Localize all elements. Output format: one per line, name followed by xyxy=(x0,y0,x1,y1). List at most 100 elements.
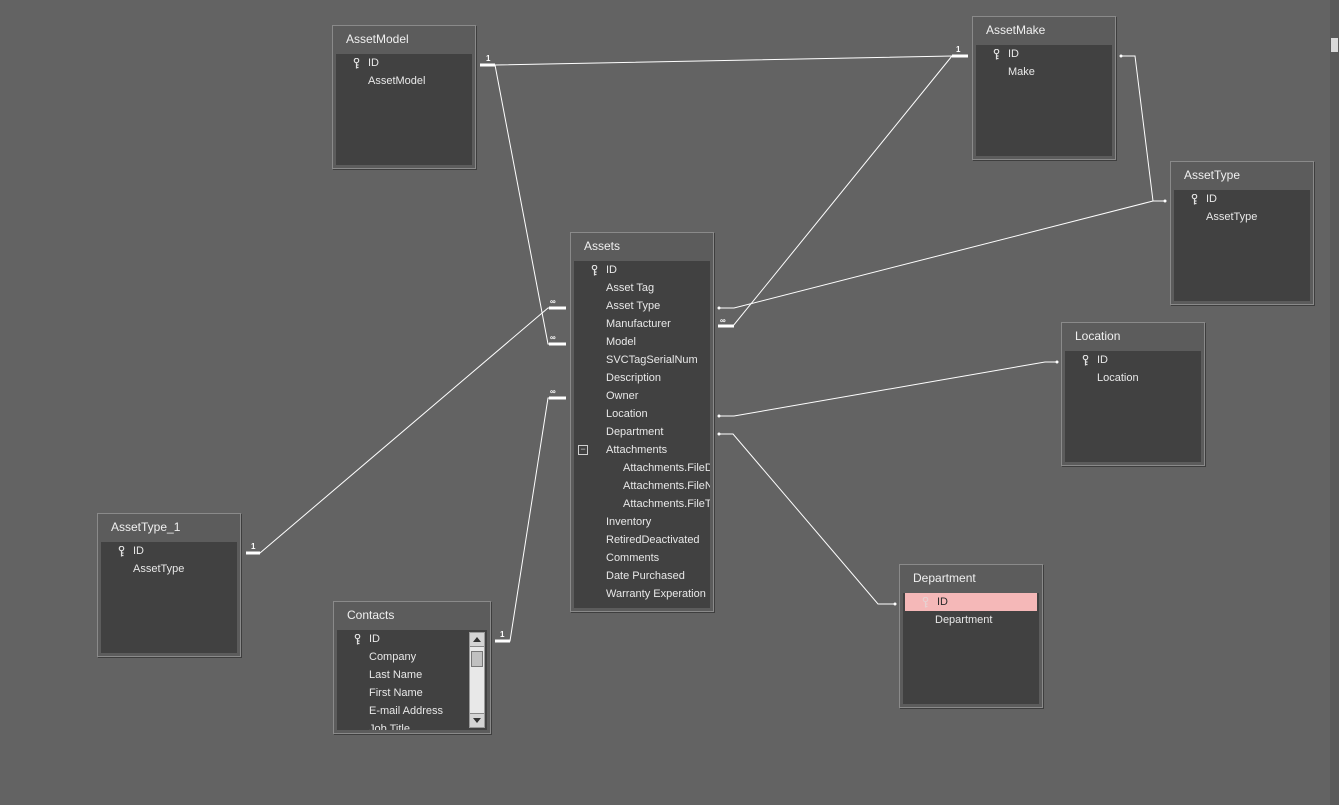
field-list-scrollbar[interactable] xyxy=(469,632,485,728)
scroll-up-icon[interactable] xyxy=(470,633,484,647)
field-row[interactable]: ID xyxy=(1174,190,1310,208)
primary-key-icon xyxy=(993,48,1000,60)
scroll-thumb[interactable] xyxy=(1331,38,1338,52)
field-row[interactable]: ID xyxy=(101,542,237,560)
table-assettype-1[interactable]: AssetType_1 ID AssetType xyxy=(97,513,241,657)
table-location[interactable]: Location ID Location xyxy=(1061,322,1205,466)
field-row[interactable]: Attachments.FileD xyxy=(574,459,710,477)
field-label: Attachments.FileN xyxy=(623,480,710,492)
many-end-marker xyxy=(549,342,566,346)
primary-key-icon xyxy=(1191,193,1198,205)
field-label: Manufacturer xyxy=(606,318,671,330)
field-row[interactable]: −Attachments xyxy=(574,441,710,459)
one-label: 1 xyxy=(486,54,491,63)
field-label: Description xyxy=(606,372,662,384)
field-row[interactable]: Manufacturer xyxy=(574,315,710,333)
one-end-marker xyxy=(495,639,510,643)
field-row[interactable]: Model xyxy=(574,333,710,351)
field-row[interactable]: AssetModel xyxy=(336,72,472,90)
many-label: ∞ xyxy=(550,333,556,342)
table-title[interactable]: Location xyxy=(1075,329,1121,343)
field-row[interactable]: ID xyxy=(337,630,487,648)
scroll-thumb[interactable] xyxy=(471,651,483,667)
field-row[interactable]: RetiredDeactivated xyxy=(574,531,710,549)
field-label: Location xyxy=(606,408,648,420)
field-row[interactable]: AssetType xyxy=(1174,208,1310,226)
field-row[interactable]: Location xyxy=(1065,369,1201,387)
field-row[interactable]: E-mail Address xyxy=(337,702,487,720)
field-label: AssetModel xyxy=(368,75,426,87)
scroll-down-icon[interactable] xyxy=(470,713,484,727)
table-title[interactable]: AssetType xyxy=(1184,168,1241,182)
field-row[interactable]: Attachments.FileN xyxy=(574,477,710,495)
field-label: Last Name xyxy=(369,669,423,681)
field-row[interactable]: Comments xyxy=(574,549,710,567)
field-list[interactable]: ID Location xyxy=(1065,351,1201,462)
field-row[interactable]: ID xyxy=(976,45,1112,63)
relationship-line xyxy=(718,433,896,605)
field-row[interactable]: Department xyxy=(903,611,1039,629)
field-row[interactable]: Department xyxy=(574,423,710,441)
field-row[interactable]: Asset Tag xyxy=(574,279,710,297)
field-row[interactable]: AssetType xyxy=(101,560,237,578)
table-title[interactable]: AssetMake xyxy=(986,23,1046,37)
relationship-line xyxy=(246,307,566,554)
table-title[interactable]: Contacts xyxy=(347,608,395,622)
field-label: SVCTagSerialNum xyxy=(606,354,698,366)
field-label: First Name xyxy=(369,687,423,699)
field-row[interactable]: Make xyxy=(976,63,1112,81)
field-row[interactable]: ID xyxy=(1065,351,1201,369)
field-row[interactable]: Last Name xyxy=(337,666,487,684)
table-title[interactable]: Department xyxy=(913,571,976,585)
field-row[interactable]: Location xyxy=(574,405,710,423)
field-row[interactable]: Description xyxy=(574,369,710,387)
field-label: AssetType xyxy=(133,563,185,575)
table-assetmodel[interactable]: AssetModel ID AssetModel xyxy=(332,25,476,169)
relationship-line xyxy=(480,55,968,66)
one-end-marker xyxy=(952,54,968,58)
collapse-icon[interactable]: − xyxy=(578,445,588,455)
field-row[interactable]: ID xyxy=(905,593,1037,611)
field-row[interactable]: Company xyxy=(337,648,487,666)
field-row[interactable]: Owner xyxy=(574,387,710,405)
field-row[interactable]: First Name xyxy=(337,684,487,702)
field-label: ID xyxy=(1097,354,1108,366)
field-label: Department xyxy=(606,426,664,438)
field-label: Comments xyxy=(606,552,660,564)
field-label: Date Purchased xyxy=(606,570,685,582)
table-title[interactable]: Assets xyxy=(584,239,621,253)
one-end-marker xyxy=(246,551,260,555)
many-end-marker xyxy=(549,396,566,400)
field-label: Model xyxy=(606,336,636,348)
field-row[interactable]: Date Purchased xyxy=(574,567,710,585)
field-row[interactable]: ID xyxy=(336,54,472,72)
field-row[interactable]: Warranty Experation xyxy=(574,585,710,603)
table-title[interactable]: AssetModel xyxy=(346,32,409,46)
table-title[interactable]: AssetType_1 xyxy=(111,520,181,534)
field-row[interactable]: ID xyxy=(574,261,710,279)
field-row[interactable]: Attachments.FileT xyxy=(574,495,710,513)
field-row[interactable]: SVCTagSerialNum xyxy=(574,351,710,369)
many-end-marker xyxy=(549,306,566,310)
window-scrollbar[interactable] xyxy=(1330,0,1339,805)
field-row[interactable]: Inventory xyxy=(574,513,710,531)
field-row[interactable]: Job Title xyxy=(337,720,487,730)
field-row[interactable]: Asset Type xyxy=(574,297,710,315)
field-label: E-mail Address xyxy=(369,705,443,717)
field-list[interactable]: ID AssetModel xyxy=(336,54,472,165)
field-label: Location xyxy=(1097,372,1139,384)
many-label: ∞ xyxy=(720,316,726,325)
join-dot xyxy=(1055,360,1059,364)
field-list[interactable]: ID AssetType xyxy=(101,542,237,653)
